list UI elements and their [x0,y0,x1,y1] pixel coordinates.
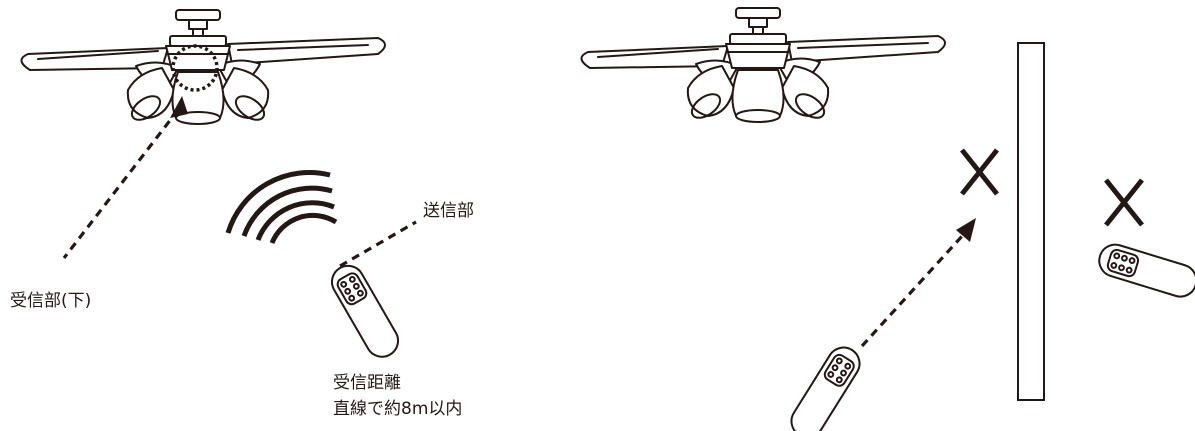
wall-obstacle-icon [1017,42,1045,401]
distance-label-line1: 受信距離 [333,373,401,393]
blocked-signal-line [860,232,966,348]
receiver-pointer-line [62,109,180,259]
right-ceiling-fan [580,7,946,124]
distance-label-line2: 直線で約8m以内 [333,399,462,419]
receiver-highlight-circle [171,44,219,92]
remote-control-icon [784,340,867,431]
transmitter-label: 送信部 [423,201,474,221]
remote-control-icon [325,259,405,364]
left-ceiling-fan [20,9,386,126]
remote-control-icon [1094,239,1195,302]
receiver-arrowhead [170,96,188,118]
receiver-label: 受信部(下) [10,291,91,311]
cross-mark-icon [960,148,999,196]
signal-waves-icon [225,169,338,245]
cross-mark-icon [1104,178,1144,227]
blocked-signal-arrowhead [956,218,976,242]
transmitter-pointer-line [339,220,417,268]
